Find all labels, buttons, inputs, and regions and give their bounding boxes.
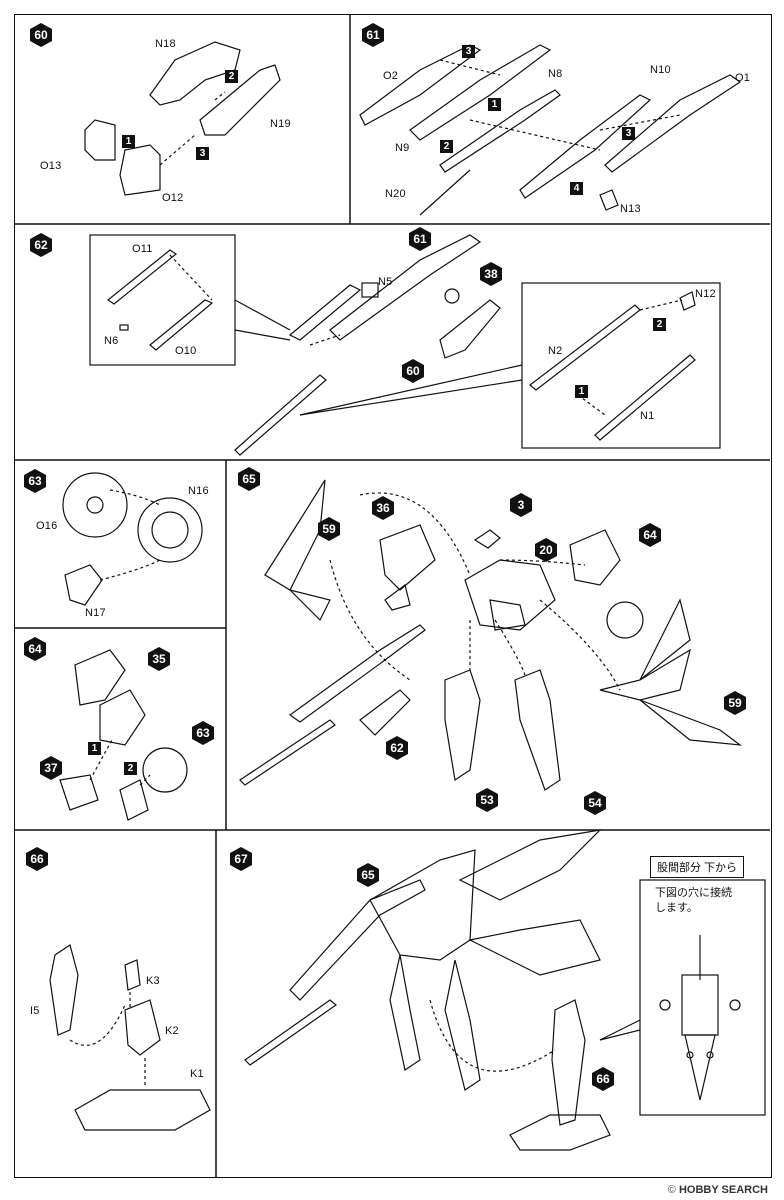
copyright-mark: © <box>667 1184 676 1196</box>
part-label: O2 <box>383 70 399 82</box>
ref-step-badge: 59 <box>722 690 748 716</box>
ref-step-badge: 20 <box>533 537 559 563</box>
step66-art <box>49 944 211 1131</box>
ref-step-badge: 36 <box>370 495 396 521</box>
step-62-number: 62 <box>34 238 48 252</box>
brand-name: HOBBY SEARCH <box>678 1184 768 1196</box>
part-label: O11 <box>132 243 153 255</box>
substep-badge: 2 <box>225 70 238 83</box>
step65-art <box>239 479 743 791</box>
ref-step-badge: 61 <box>407 226 433 252</box>
step62-art <box>89 234 721 456</box>
part-label: N6 <box>104 335 119 347</box>
step67-art <box>244 829 766 1151</box>
part-label: N20 <box>385 188 406 200</box>
step-64-number: 64 <box>28 642 42 656</box>
part-label: O10 <box>175 345 197 357</box>
part-label: N18 <box>155 38 176 50</box>
crotch-note-line-1: 下図の穴に接続 <box>655 887 732 899</box>
substep-badge: 3 <box>462 45 475 58</box>
part-label: N2 <box>548 345 563 357</box>
crotch-note-line-2: します。 <box>655 902 698 914</box>
part-label: N17 <box>85 607 106 619</box>
part-label: N5 <box>378 276 393 288</box>
substep-badge: 1 <box>488 98 501 111</box>
substep-badge: 1 <box>575 385 588 398</box>
part-label: N10 <box>650 64 671 76</box>
substep-badge: 1 <box>88 742 101 755</box>
step-60-badge: 60 <box>28 22 54 48</box>
ref-step-badge: 62 <box>384 735 410 761</box>
step64-art <box>59 649 188 821</box>
ref-step-badge: 64 <box>637 522 663 548</box>
part-label: O16 <box>36 520 58 532</box>
substep-badge: 2 <box>440 140 453 153</box>
ref-step-badge: 3 <box>508 492 534 518</box>
ref-step-badge: 60 <box>400 358 426 384</box>
step61-art <box>359 44 742 216</box>
step-61-number: 61 <box>366 28 380 42</box>
step-66-number: 66 <box>30 852 44 866</box>
part-label: O1 <box>735 72 751 84</box>
part-label: N19 <box>270 118 291 130</box>
watermark: © HOBBY SEARCH <box>668 1184 768 1196</box>
instruction-sheet-frame <box>14 14 772 1178</box>
step-60-number: 60 <box>34 28 48 42</box>
step60-art <box>84 41 281 196</box>
part-label: O13 <box>40 160 62 172</box>
substep-badge: 2 <box>124 762 137 775</box>
ref-step-badge: 66 <box>590 1066 616 1092</box>
step-65-number: 65 <box>242 472 256 486</box>
part-label: N16 <box>188 485 209 497</box>
crotch-note-title: 股間部分 下から <box>650 856 745 878</box>
step-63-number: 63 <box>28 474 42 488</box>
part-label: N13 <box>620 203 641 215</box>
ref-step-badge: 59 <box>316 516 342 542</box>
substep-badge: 1 <box>122 135 135 148</box>
part-label: K1 <box>190 1068 204 1080</box>
step-63-badge: 63 <box>22 468 48 494</box>
step-66-badge: 66 <box>24 846 50 872</box>
step-62-badge: 62 <box>28 232 54 258</box>
substep-badge: 3 <box>196 147 209 160</box>
step-61-badge: 61 <box>360 22 386 48</box>
substep-badge: 3 <box>622 127 635 140</box>
part-label: N8 <box>548 68 563 80</box>
step-64-badge: 64 <box>22 636 48 662</box>
step-67-number: 67 <box>234 852 248 866</box>
ref-step-badge: 38 <box>478 261 504 287</box>
step-65-badge: 65 <box>236 466 262 492</box>
part-label: O12 <box>162 192 184 204</box>
ref-step-badge: 63 <box>190 720 216 746</box>
ref-step-badge: 54 <box>582 790 608 816</box>
part-label: N9 <box>395 142 410 154</box>
substep-badge: 2 <box>653 318 666 331</box>
ref-step-badge: 65 <box>355 862 381 888</box>
part-label: I5 <box>30 1005 40 1017</box>
part-label: N1 <box>640 410 655 422</box>
substep-badge: 4 <box>570 182 583 195</box>
ref-step-badge: 53 <box>474 787 500 813</box>
part-label: N12 <box>695 288 716 300</box>
step63-art <box>62 472 203 606</box>
part-label: K2 <box>165 1025 179 1037</box>
ref-step-badge: 37 <box>38 755 64 781</box>
ref-step-badge: 35 <box>146 646 172 672</box>
step-67-badge: 67 <box>228 846 254 872</box>
part-label: K3 <box>146 975 160 987</box>
